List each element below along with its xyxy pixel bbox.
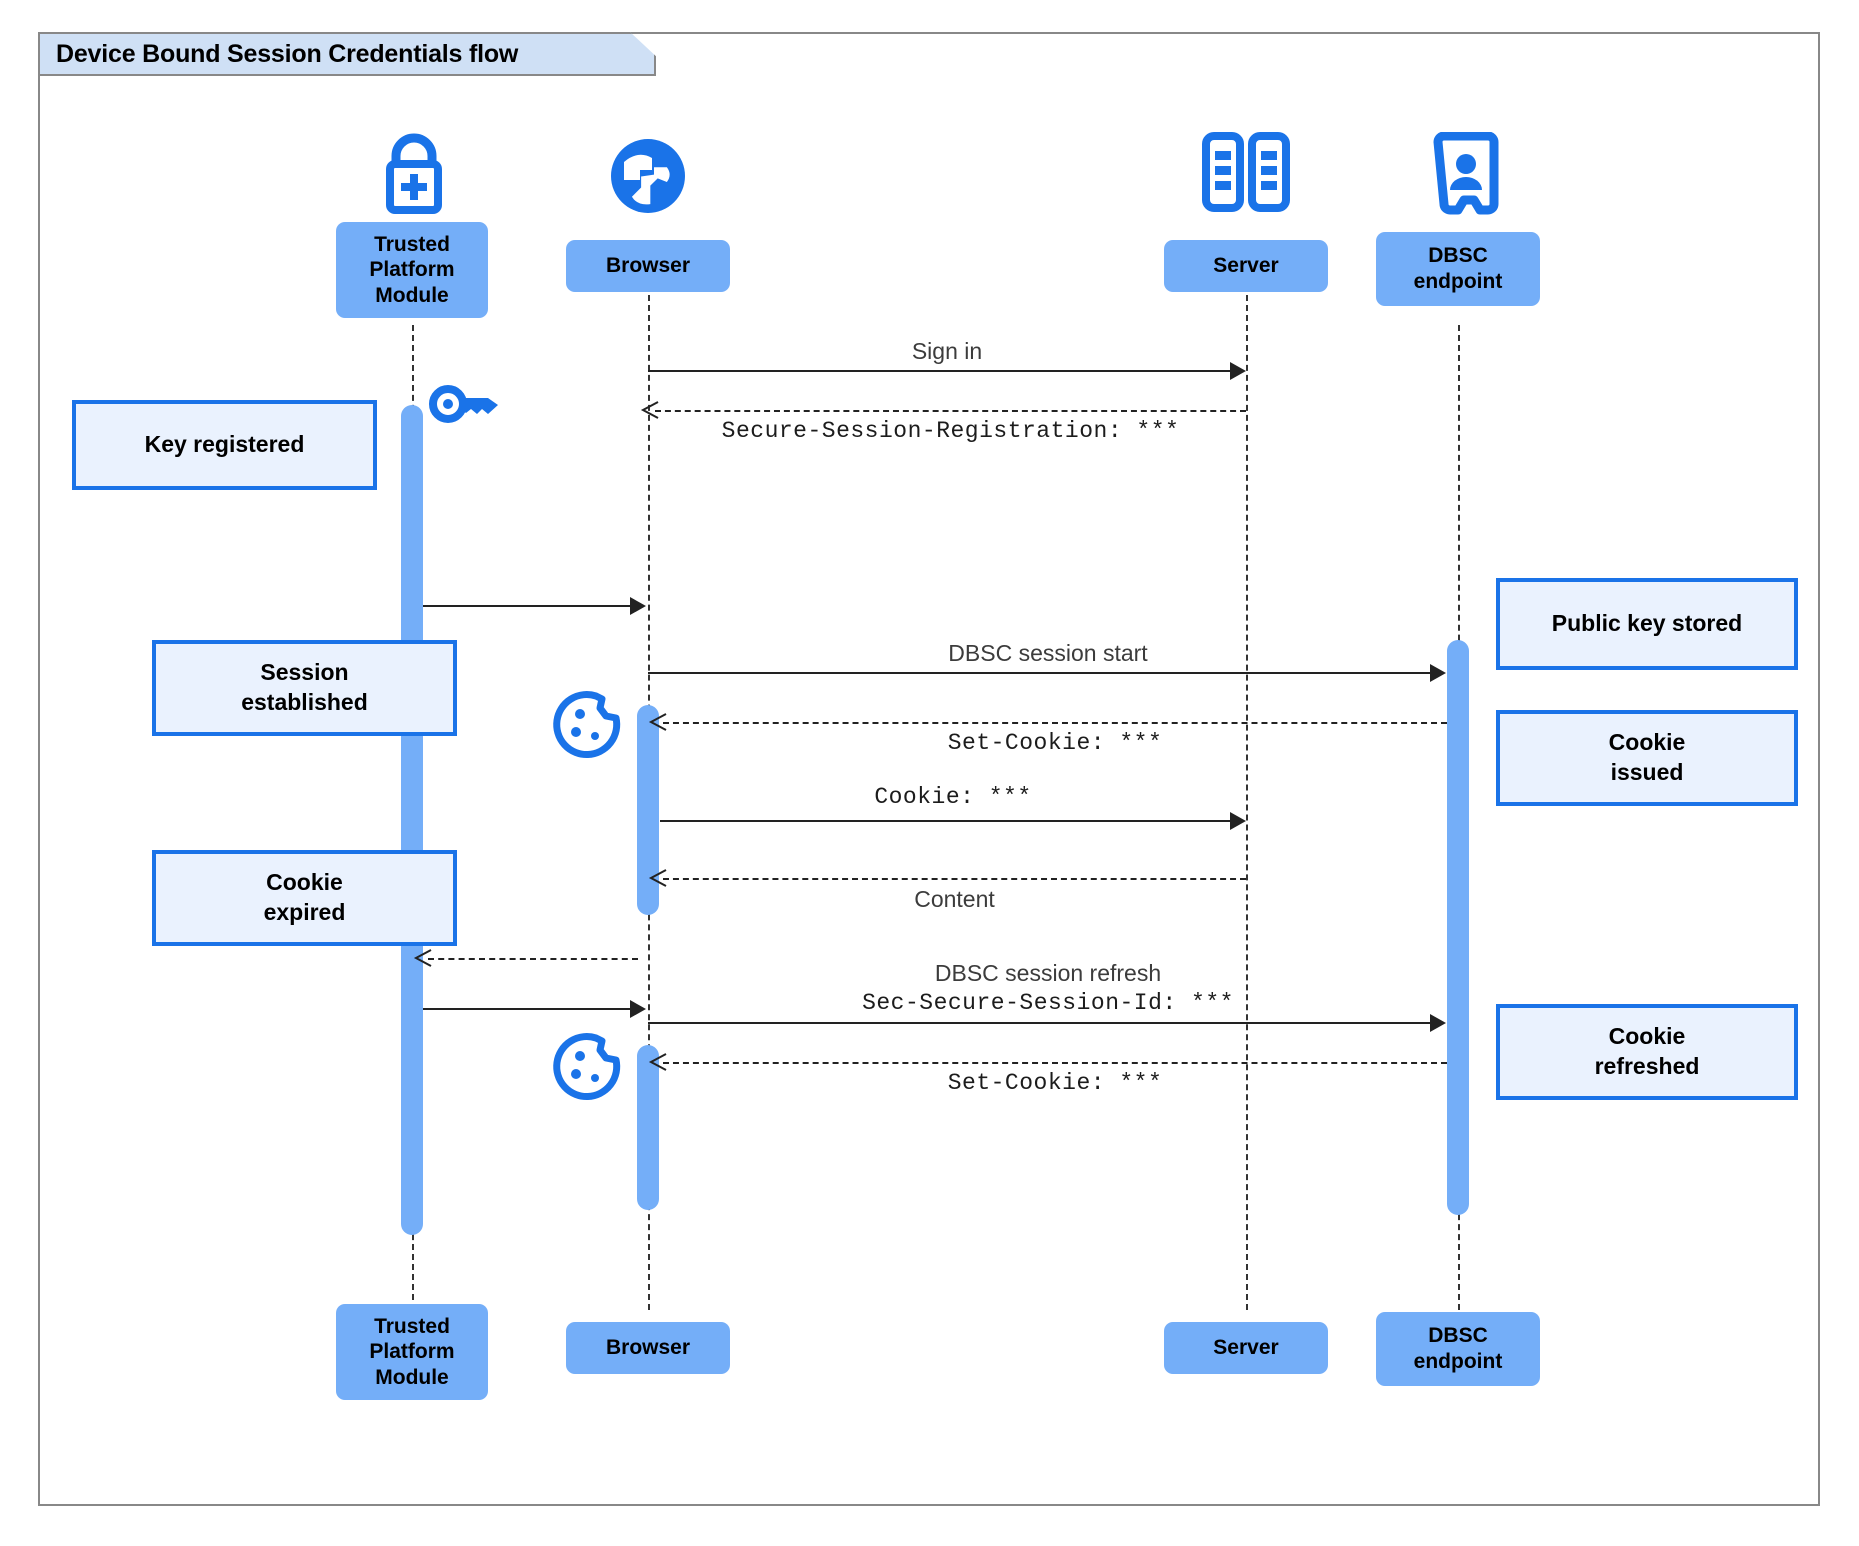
lifeline-server <box>1246 285 1248 1310</box>
diagram-title: Device Bound Session Credentials flow <box>56 39 519 68</box>
arrowhead-sign-in <box>1230 362 1246 380</box>
arrowhead-content <box>648 869 667 887</box>
message-line-browser-to-tpm <box>428 958 638 960</box>
message-label-set-cookie-2: Set-Cookie: *** <box>947 1070 1163 1096</box>
server-icon <box>1200 132 1292 214</box>
cookie-icon <box>552 688 624 760</box>
message-line-dbsc-session-start <box>648 672 1438 674</box>
message-label-sign-in: Sign in <box>911 338 983 364</box>
arrowhead-dbsc-session-refresh <box>1430 1014 1446 1032</box>
message-line-sign-in <box>648 370 1238 372</box>
message-label-set-cookie-1: Set-Cookie: *** <box>947 730 1163 756</box>
participant-label: Browser <box>605 254 691 278</box>
globe-icon <box>604 132 692 220</box>
arrowhead-set-cookie-2 <box>648 1053 667 1071</box>
message-label-secure-session-registration: Secure-Session-Registration: *** <box>721 418 1180 444</box>
participant-label: Server <box>1213 254 1279 278</box>
message-label-cookie: Cookie: *** <box>874 784 1032 810</box>
note-key-registered: Key registered <box>72 400 377 490</box>
id-badge-icon <box>1430 131 1502 218</box>
message-label-dbsc-session-refresh: DBSC session refresh <box>934 960 1162 986</box>
arrowhead-secure-session-registration <box>640 401 659 419</box>
arrowhead-browser-to-tpm <box>413 949 432 967</box>
activation-tpm <box>401 405 423 1235</box>
message-line-tpm-to-browser-2 <box>423 1008 638 1010</box>
participant-label: Server <box>1213 1336 1279 1360</box>
note-public-key-stored: Public key stored <box>1496 578 1798 670</box>
arrowhead-dbsc-session-start <box>1430 664 1446 682</box>
participant-server-top[interactable]: Server <box>1164 240 1328 292</box>
arrowhead-cookie <box>1230 812 1246 830</box>
participant-browser-bottom[interactable]: Browser <box>566 1322 730 1374</box>
lock-plus-icon <box>368 130 460 216</box>
message-label-dbsc-session-start: DBSC session start <box>948 640 1148 666</box>
message-line-tpm-to-browser-1 <box>423 605 638 607</box>
message-line-secure-session-registration <box>655 410 1246 412</box>
activation-dbsc <box>1447 640 1469 1215</box>
activation-browser-1 <box>637 705 659 915</box>
participant-label: Browser <box>605 1336 691 1360</box>
message-line-cookie <box>660 820 1238 822</box>
message-label-content: Content <box>914 886 995 912</box>
message-line-content <box>663 878 1246 880</box>
arrowhead-set-cookie-1 <box>648 713 667 731</box>
note-text: Key registered <box>144 431 305 458</box>
activation-browser-2 <box>637 1045 659 1210</box>
participant-server-bottom[interactable]: Server <box>1164 1322 1328 1374</box>
message-line-dbsc-session-refresh <box>648 1022 1438 1024</box>
message-label-sec-secure-session-id: Sec-Secure-Session-Id: *** <box>862 990 1234 1016</box>
key-icon <box>428 382 504 430</box>
frame-title-tab: Device Bound Session Credentials flow <box>38 32 656 76</box>
arrowhead-tpm-to-browser-2 <box>630 1000 646 1018</box>
arrowhead-tpm-to-browser-1 <box>630 597 646 615</box>
participant-browser-top[interactable]: Browser <box>566 240 730 292</box>
cookie-icon <box>552 1030 624 1102</box>
message-line-set-cookie-1 <box>663 722 1447 724</box>
note-text: Public key stored <box>1551 610 1743 637</box>
message-line-set-cookie-2 <box>663 1062 1447 1064</box>
